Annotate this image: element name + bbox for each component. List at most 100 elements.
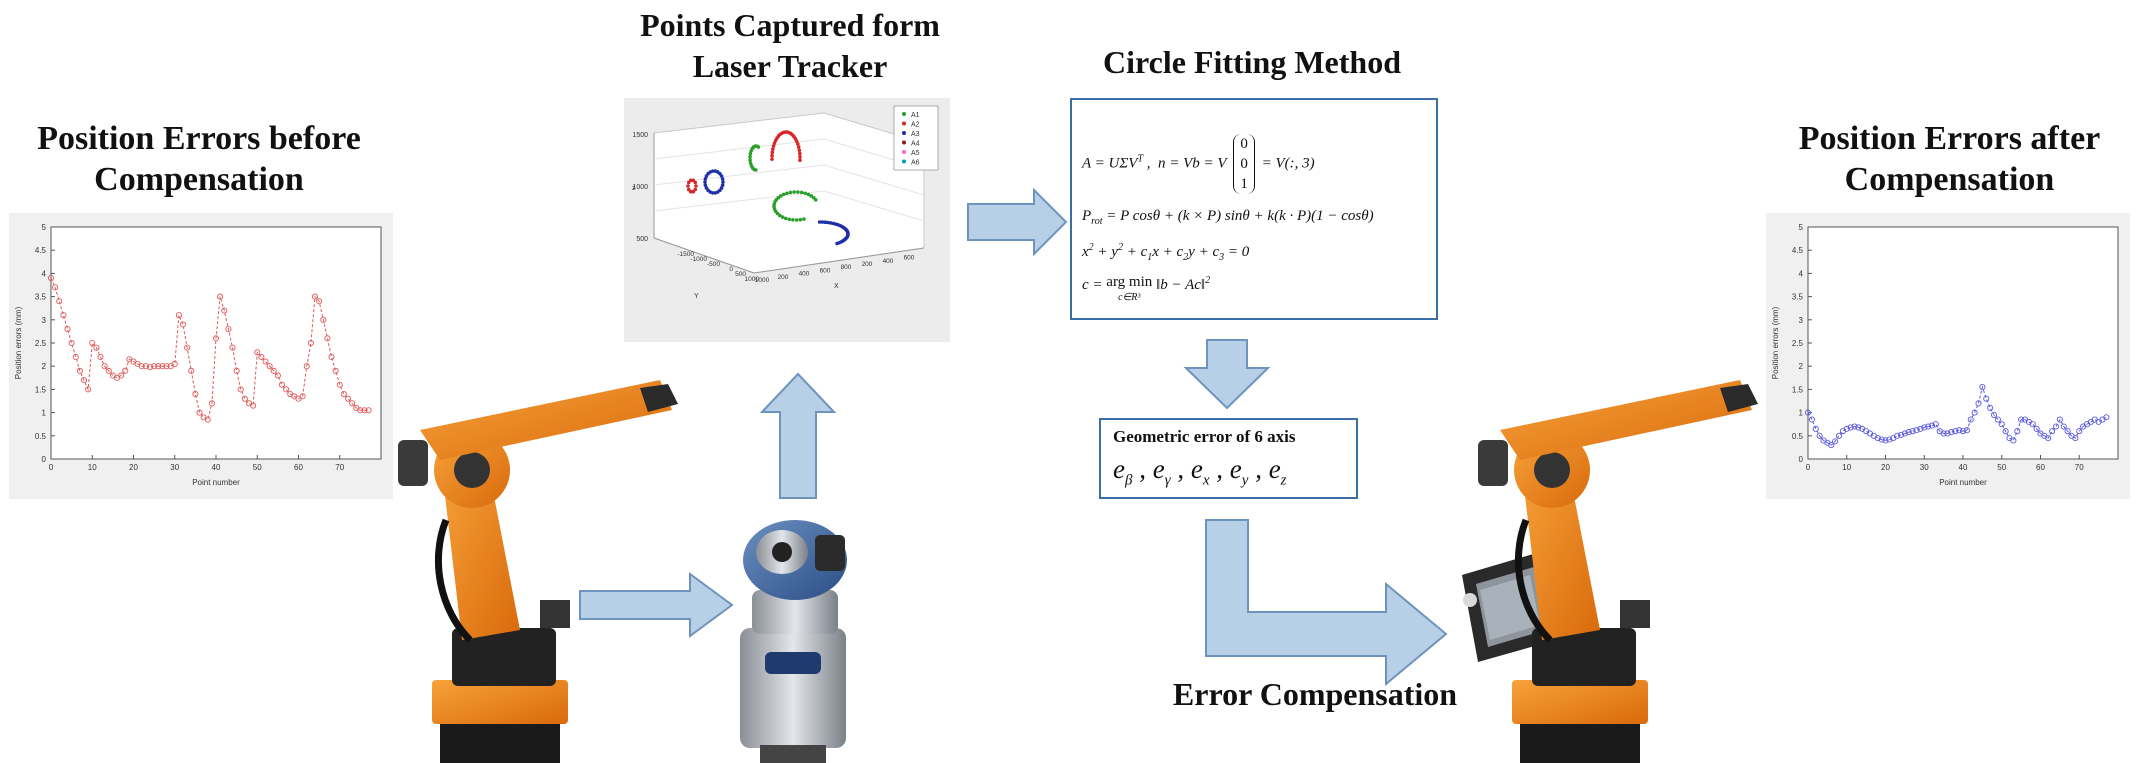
data-point bbox=[283, 386, 290, 393]
data-point bbox=[192, 390, 199, 398]
data-point bbox=[225, 326, 232, 333]
y-tick-label: 500 bbox=[735, 271, 746, 278]
data-point bbox=[212, 335, 220, 342]
ring-a4-points bbox=[798, 158, 802, 163]
data-point bbox=[122, 367, 129, 374]
data-point bbox=[2064, 428, 2071, 435]
data-point bbox=[2072, 435, 2079, 442]
y-tick-label: 3.5 bbox=[35, 293, 47, 302]
y-tick-label: 4 bbox=[1799, 269, 1804, 278]
series-line bbox=[50, 277, 369, 421]
tracker-title: Points Captured form Laser Tracker bbox=[600, 5, 980, 87]
ring-a4-points bbox=[798, 155, 802, 159]
ring-a1-points-lower bbox=[806, 192, 811, 197]
data-point bbox=[2045, 435, 2052, 442]
data-point bbox=[349, 400, 356, 407]
data-point bbox=[221, 307, 228, 314]
data-point bbox=[155, 363, 162, 370]
data-point bbox=[1956, 427, 1963, 434]
geometric-error-box: Geometric error of 6 axis eβ , eγ , ex ,… bbox=[1099, 418, 1358, 499]
ring-a6-points bbox=[835, 241, 839, 246]
x-tick-label: 400 bbox=[799, 271, 810, 278]
data-point bbox=[1925, 423, 1932, 430]
x-tick-label: 20 bbox=[1881, 463, 1890, 472]
data-point bbox=[1855, 424, 1862, 431]
x-tick-label: 600 bbox=[820, 267, 831, 274]
data-point bbox=[64, 326, 71, 333]
grid-line bbox=[823, 190, 925, 222]
data-point bbox=[2014, 428, 2021, 435]
robot-left bbox=[398, 380, 678, 763]
arrow-to-circle-fitting bbox=[967, 187, 1068, 257]
z-tick-label: 1500 bbox=[632, 132, 648, 139]
arrow-robot-to-tracker bbox=[579, 572, 734, 638]
x-tick-label: 60 bbox=[294, 463, 303, 472]
data-point bbox=[89, 339, 96, 347]
ring-a3-points bbox=[704, 186, 709, 190]
data-point bbox=[146, 364, 154, 371]
grid-line bbox=[653, 190, 825, 212]
ring-a1-points-lower bbox=[798, 217, 803, 222]
y-tick-label: 0 bbox=[1799, 455, 1804, 464]
series-line bbox=[1807, 385, 2107, 446]
y-tick-label: 3.5 bbox=[1792, 293, 1804, 302]
circle-fitting-title: Circle Fitting Method bbox=[1102, 44, 1401, 80]
data-point bbox=[60, 312, 67, 319]
grid-line bbox=[823, 164, 925, 196]
data-point bbox=[1832, 438, 1839, 445]
y-axis-label: Y bbox=[694, 293, 699, 300]
ring-a1-points-lower bbox=[799, 190, 804, 195]
ring-a4-points bbox=[796, 145, 801, 149]
ring-a3-points bbox=[719, 174, 724, 178]
data-point bbox=[1921, 424, 1928, 431]
ring-a1-points-lower bbox=[792, 190, 796, 194]
ring-a4-points bbox=[797, 148, 802, 152]
ring-a3-points bbox=[720, 177, 725, 181]
ring-a3-points bbox=[721, 180, 725, 184]
y-tick-label: -1000 bbox=[690, 256, 707, 263]
z-tick-label: 1000 bbox=[632, 184, 648, 191]
ring-a1-points-lower bbox=[813, 198, 818, 202]
ring-a3-points bbox=[703, 177, 708, 181]
data-point bbox=[184, 344, 191, 351]
data-point bbox=[2056, 416, 2063, 423]
legend-box bbox=[893, 105, 939, 171]
ring-a1-points-lower bbox=[794, 218, 799, 222]
grid-line bbox=[653, 164, 825, 186]
ring-a4-points bbox=[797, 151, 802, 156]
data-point bbox=[188, 367, 195, 374]
y-tick-label: 1000 bbox=[745, 276, 760, 283]
data-point bbox=[2049, 428, 2056, 435]
x-axis-label: Point number bbox=[192, 478, 240, 487]
data-point bbox=[324, 335, 331, 342]
legend-marker bbox=[902, 159, 906, 164]
y-tick-label: 2.5 bbox=[1792, 339, 1804, 348]
legend-label: A1 bbox=[911, 112, 920, 119]
tracker-title-line1: Points Captured form bbox=[640, 7, 940, 43]
ring-a4-points bbox=[770, 157, 774, 161]
ring-a2-points bbox=[688, 178, 693, 183]
data-point bbox=[307, 339, 314, 347]
data-point bbox=[1913, 427, 1920, 434]
data-point bbox=[1878, 436, 1885, 443]
data-point bbox=[142, 363, 149, 370]
x-tick-label: 20 bbox=[129, 463, 138, 472]
data-point bbox=[1886, 436, 1893, 443]
x-tick-label: 50 bbox=[253, 463, 262, 472]
y-tick-label: 1.5 bbox=[35, 385, 47, 394]
data-point bbox=[1874, 435, 1881, 442]
data-point bbox=[1990, 411, 1998, 418]
axis-front-left bbox=[653, 237, 755, 274]
data-point bbox=[85, 386, 92, 393]
before-title-line1: Position Errors before bbox=[37, 120, 361, 157]
data-point bbox=[1932, 421, 1939, 428]
ring-a6-points bbox=[817, 220, 822, 224]
x-tick-label: 600 bbox=[904, 255, 915, 262]
ring-a6-points bbox=[823, 220, 828, 225]
x-tick-label: 10 bbox=[88, 463, 97, 472]
equation-rotation: Prot = P cosθ + (k × P) sinθ + k(k · P)(… bbox=[1082, 208, 1374, 227]
x-tick-label: 0 bbox=[1806, 463, 1811, 472]
